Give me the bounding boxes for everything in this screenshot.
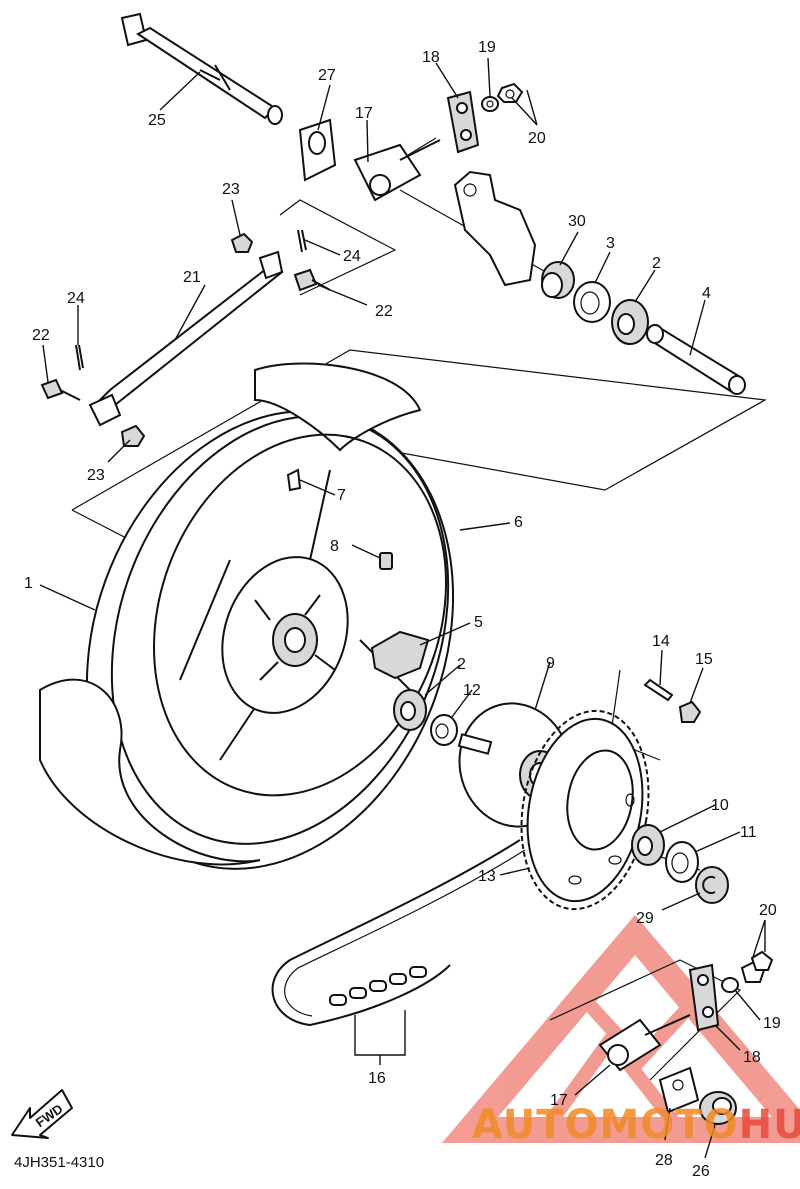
tension-bar-part-21	[88, 250, 284, 427]
bolt-part-22-left	[40, 378, 81, 401]
callout-28: 28	[655, 1152, 673, 1169]
callout-22-left: 22	[32, 327, 50, 344]
callout-18-bottom: 18	[743, 1049, 761, 1066]
oil-seal-part-3	[573, 281, 611, 323]
forward-arrow-icon: FWD	[11, 1089, 73, 1139]
collar-part-12	[430, 714, 458, 746]
bolt-part-14	[643, 678, 674, 702]
callout-7: 7	[337, 487, 346, 504]
callout-9: 9	[546, 655, 555, 672]
svg-text:AUTOMOTOHUB: AUTOMOTOHUB	[472, 1102, 800, 1148]
collar-part-4	[646, 324, 746, 395]
cotter-pin-part-24-right	[297, 229, 307, 253]
bearing-part-2-middle	[393, 689, 427, 731]
leader-lines	[39, 57, 766, 1159]
plate-part-18-top	[446, 90, 480, 154]
collar-part-26	[699, 1091, 737, 1125]
callout-19: 19	[478, 39, 496, 56]
callout-25: 25	[148, 112, 166, 129]
collar-part-29	[695, 866, 729, 904]
wheel-part-1	[39, 362, 455, 870]
valve-part-7	[286, 468, 302, 492]
plate-part-18-bottom	[688, 963, 720, 1032]
nut-part-15	[678, 700, 702, 723]
caliper-bracket	[453, 170, 537, 287]
callout-17: 17	[355, 105, 373, 122]
callout-18: 18	[422, 49, 440, 66]
nut-part-23-top	[230, 232, 254, 253]
watermark-wordmark: AUTOMOTOHUB	[472, 1102, 800, 1148]
callout-3: 3	[606, 235, 615, 252]
callout-10: 10	[711, 797, 729, 814]
washer-part-19-bottom	[721, 977, 739, 993]
washer-part-19-top	[481, 96, 499, 112]
callout-19-bottom: 19	[763, 1015, 781, 1032]
callout-13: 13	[478, 868, 496, 885]
callout-2-top: 2	[652, 255, 661, 272]
axle-part-25	[120, 12, 283, 125]
callout-1: 1	[24, 575, 33, 592]
watermark-text-hub: HUB	[739, 1102, 800, 1148]
nut-part-23-bottom	[120, 424, 146, 447]
damper-part-5	[370, 630, 430, 680]
callout-22-right: 22	[375, 303, 393, 320]
weight-part-8	[379, 552, 393, 570]
callout-16: 16	[368, 1070, 386, 1087]
callout-labels: 25 27 17 18 19 20 23 24 21 24 22 23 22 3…	[24, 39, 781, 1180]
callout-24: 24	[343, 248, 361, 265]
callout-8: 8	[330, 538, 339, 555]
nut-part-20-bottom	[740, 950, 774, 983]
callout-24-left: 24	[67, 290, 85, 307]
callout-2-middle: 2	[457, 656, 466, 673]
chain-adjuster-part-17-top	[353, 137, 441, 202]
callout-23-bottom: 23	[87, 467, 105, 484]
chain-part-16	[271, 839, 526, 1027]
nut-part-20-top	[496, 82, 524, 103]
callout-6: 6	[514, 514, 523, 531]
callout-20: 20	[528, 130, 546, 147]
sprocket-part-13	[520, 709, 650, 911]
bearing-part-10	[631, 824, 665, 866]
callout-26: 26	[692, 1163, 710, 1180]
cotter-pin-part-24-left	[75, 344, 84, 371]
callout-29: 29	[636, 910, 654, 927]
watermark-logo	[441, 914, 800, 1143]
chain-adjuster-part-17-bottom	[598, 1014, 691, 1072]
callout-15: 15	[695, 651, 713, 668]
callout-5: 5	[474, 614, 483, 631]
oil-seal-part-11	[665, 841, 699, 883]
callout-4: 4	[702, 285, 711, 302]
callout-30: 30	[568, 213, 586, 230]
adjuster-plate-part-27	[298, 118, 337, 182]
bearing-part-2-top	[611, 299, 649, 345]
callout-17-bottom: 17	[550, 1092, 568, 1109]
collar-part-30	[541, 261, 575, 299]
watermark-text-automoto: AUTOMOTO	[472, 1102, 739, 1148]
callout-11: 11	[740, 824, 757, 841]
diagram-code: 4JH351-4310	[14, 1154, 105, 1171]
callout-20-bottom: 20	[759, 902, 777, 919]
callout-14: 14	[652, 633, 670, 650]
callout-23: 23	[222, 181, 240, 198]
callout-21: 21	[183, 269, 201, 286]
callout-12: 12	[463, 682, 481, 699]
callout-27: 27	[318, 67, 336, 84]
plate-part-28	[658, 1066, 700, 1114]
